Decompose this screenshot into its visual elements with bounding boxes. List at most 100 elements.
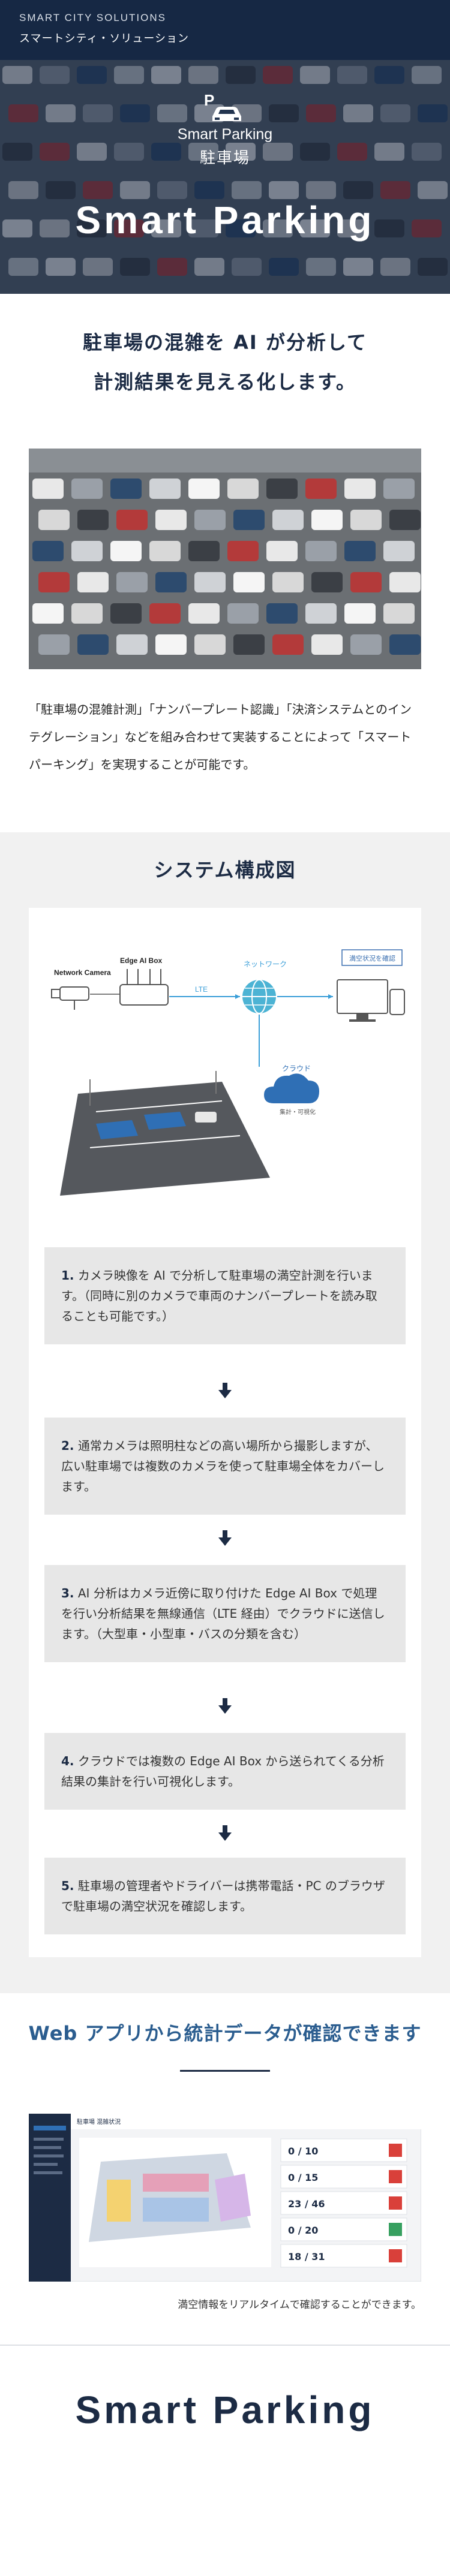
- parked-car: [311, 572, 343, 592]
- parked-car: [305, 541, 337, 561]
- parked-car: [266, 541, 298, 561]
- webapp-caption: 満空情報をリアルタイムで確認することができます。: [178, 2299, 421, 2311]
- parked-car: [383, 603, 415, 624]
- parked-car: [227, 479, 259, 499]
- parked-car: [194, 510, 226, 530]
- step-4: 4. クラウドでは複数の Edge AI Box から送られてくる分析結果の集計…: [44, 1733, 406, 1810]
- parked-car: [227, 541, 259, 561]
- parked-car: [350, 634, 382, 655]
- parked-car: [311, 510, 343, 530]
- stat-value: 18 / 31: [288, 2251, 325, 2262]
- parked-car: [110, 541, 142, 561]
- intro-section: 駐車場の混雑を AI が分析して 計測結果を見える化します。 「駐車場の混雑計測…: [0, 294, 450, 778]
- system-title: システム構成図: [154, 859, 296, 881]
- label-monitor: 満空状況を確認: [349, 954, 395, 962]
- label-lte: LTE: [195, 985, 208, 994]
- top-label-jp: スマートシティ・ソリューション: [19, 32, 190, 45]
- logo-sub-en: Smart Parking: [177, 126, 273, 143]
- step-4-text: クラウドでは複数の Edge AI Box から送られてくる分析結果の集計を行い…: [61, 1754, 385, 1789]
- label-network-camera: Network Camera: [54, 968, 111, 977]
- cloud-icon: [264, 1073, 319, 1103]
- parked-car: [383, 479, 415, 499]
- parked-car: [272, 634, 304, 655]
- step-5-number: 5.: [61, 1879, 74, 1893]
- parked-car: [350, 572, 382, 592]
- stat-status-badge: [389, 2249, 402, 2262]
- parked-car: [149, 603, 181, 624]
- stat-card: [280, 2244, 407, 2268]
- intro-headline: 駐車場の混雑を AI が分析して 計測結果を見える化します。: [0, 294, 450, 402]
- stat-status-badge: [389, 2196, 402, 2210]
- parked-car: [344, 479, 376, 499]
- parked-car: [116, 634, 148, 655]
- parked-car: [305, 603, 337, 624]
- parked-car: [77, 510, 109, 530]
- parked-car: [266, 603, 298, 624]
- parked-car: [233, 572, 265, 592]
- hero-section: SMART CITY SOLUTIONS スマートシティ・ソリューション P S…: [0, 0, 450, 294]
- parked-car: [38, 634, 70, 655]
- stat-value: 0 / 15: [288, 2172, 318, 2183]
- parking-lot-illustration: [60, 1071, 270, 1196]
- parked-car: [71, 541, 103, 561]
- hero-overlay: [0, 60, 450, 294]
- label-cloud-sub: 集計・可視化: [280, 1108, 316, 1116]
- arrow-down-icon-1: [29, 1383, 421, 1401]
- pc-monitor-icon: [337, 979, 388, 1022]
- logo-sub-jp: 駐車場: [199, 149, 250, 167]
- parked-car: [272, 510, 304, 530]
- stat-card: [280, 2191, 407, 2215]
- parked-car: [344, 541, 376, 561]
- arrow-down-icon-3: [29, 1698, 421, 1716]
- arrow-down-icon-2: [29, 1530, 421, 1548]
- parked-car: [344, 603, 376, 624]
- parked-car: [389, 634, 421, 655]
- arrow-down-icon-4: [29, 1825, 421, 1843]
- parked-car: [227, 603, 259, 624]
- network-globe-icon: [242, 979, 276, 1014]
- footer-brand: Smart Parking: [75, 2388, 375, 2431]
- step-2-text: 通常カメラは照明柱などの高い場所から撮影しますが、広い駐車場では複数のカメラを使…: [61, 1439, 385, 1494]
- parked-car: [188, 541, 220, 561]
- parked-car: [71, 603, 103, 624]
- step-3-number: 3.: [61, 1586, 74, 1600]
- edge-ai-box-icon: [119, 969, 169, 1006]
- parked-car: [389, 510, 421, 530]
- step-2-number: 2.: [61, 1439, 74, 1453]
- stat-value: 0 / 10: [288, 2145, 318, 2157]
- webapp-divider: [180, 2070, 270, 2072]
- intro-headline-line1: 駐車場の混雑を AI が分析して: [83, 331, 367, 354]
- parked-car: [32, 479, 64, 499]
- parked-car: [155, 510, 187, 530]
- intro-body-text: 「駐車場の混雑計測」「ナンバープレート認識」「決済システムとのインテグレーション…: [29, 702, 412, 772]
- parked-car: [266, 479, 298, 499]
- top-label-en: SMART CITY SOLUTIONS: [19, 12, 166, 23]
- parked-car: [155, 634, 187, 655]
- step-5-text: 駐車場の管理者やドライバーは携帯電話・PC のブラウザで駐車場の満空状況を確認し…: [61, 1879, 385, 1913]
- parking-car-icon: P: [204, 91, 241, 121]
- stat-status-badge: [389, 2144, 402, 2157]
- step-1: 1. カメラ映像を AI で分析して駐車場の満空計測を行います。（同時に別のカメ…: [44, 1247, 406, 1344]
- hero-topbar: SMART CITY SOLUTIONS スマートシティ・ソリューション: [0, 0, 450, 60]
- parked-car: [149, 541, 181, 561]
- label-cloud: クラウド: [282, 1064, 311, 1073]
- step-4-number: 4.: [61, 1754, 74, 1768]
- ai-detection-photo: [29, 449, 421, 669]
- webapp-title: Web アプリから統計データが確認できます: [28, 2022, 422, 2045]
- network-camera-icon: [51, 986, 89, 1010]
- stat-value: 23 / 46: [288, 2198, 325, 2210]
- parked-car: [110, 603, 142, 624]
- parked-car: [305, 479, 337, 499]
- parked-car: [272, 572, 304, 592]
- parked-car: [149, 479, 181, 499]
- stat-status-badge: [389, 2223, 402, 2236]
- parked-car: [194, 572, 226, 592]
- parked-car: [383, 541, 415, 561]
- parked-car: [71, 479, 103, 499]
- parked-car: [110, 479, 142, 499]
- parked-car: [389, 572, 421, 592]
- parked-car: [32, 603, 64, 624]
- intro-headline-line2: 計測結果を見える化します。: [94, 371, 356, 393]
